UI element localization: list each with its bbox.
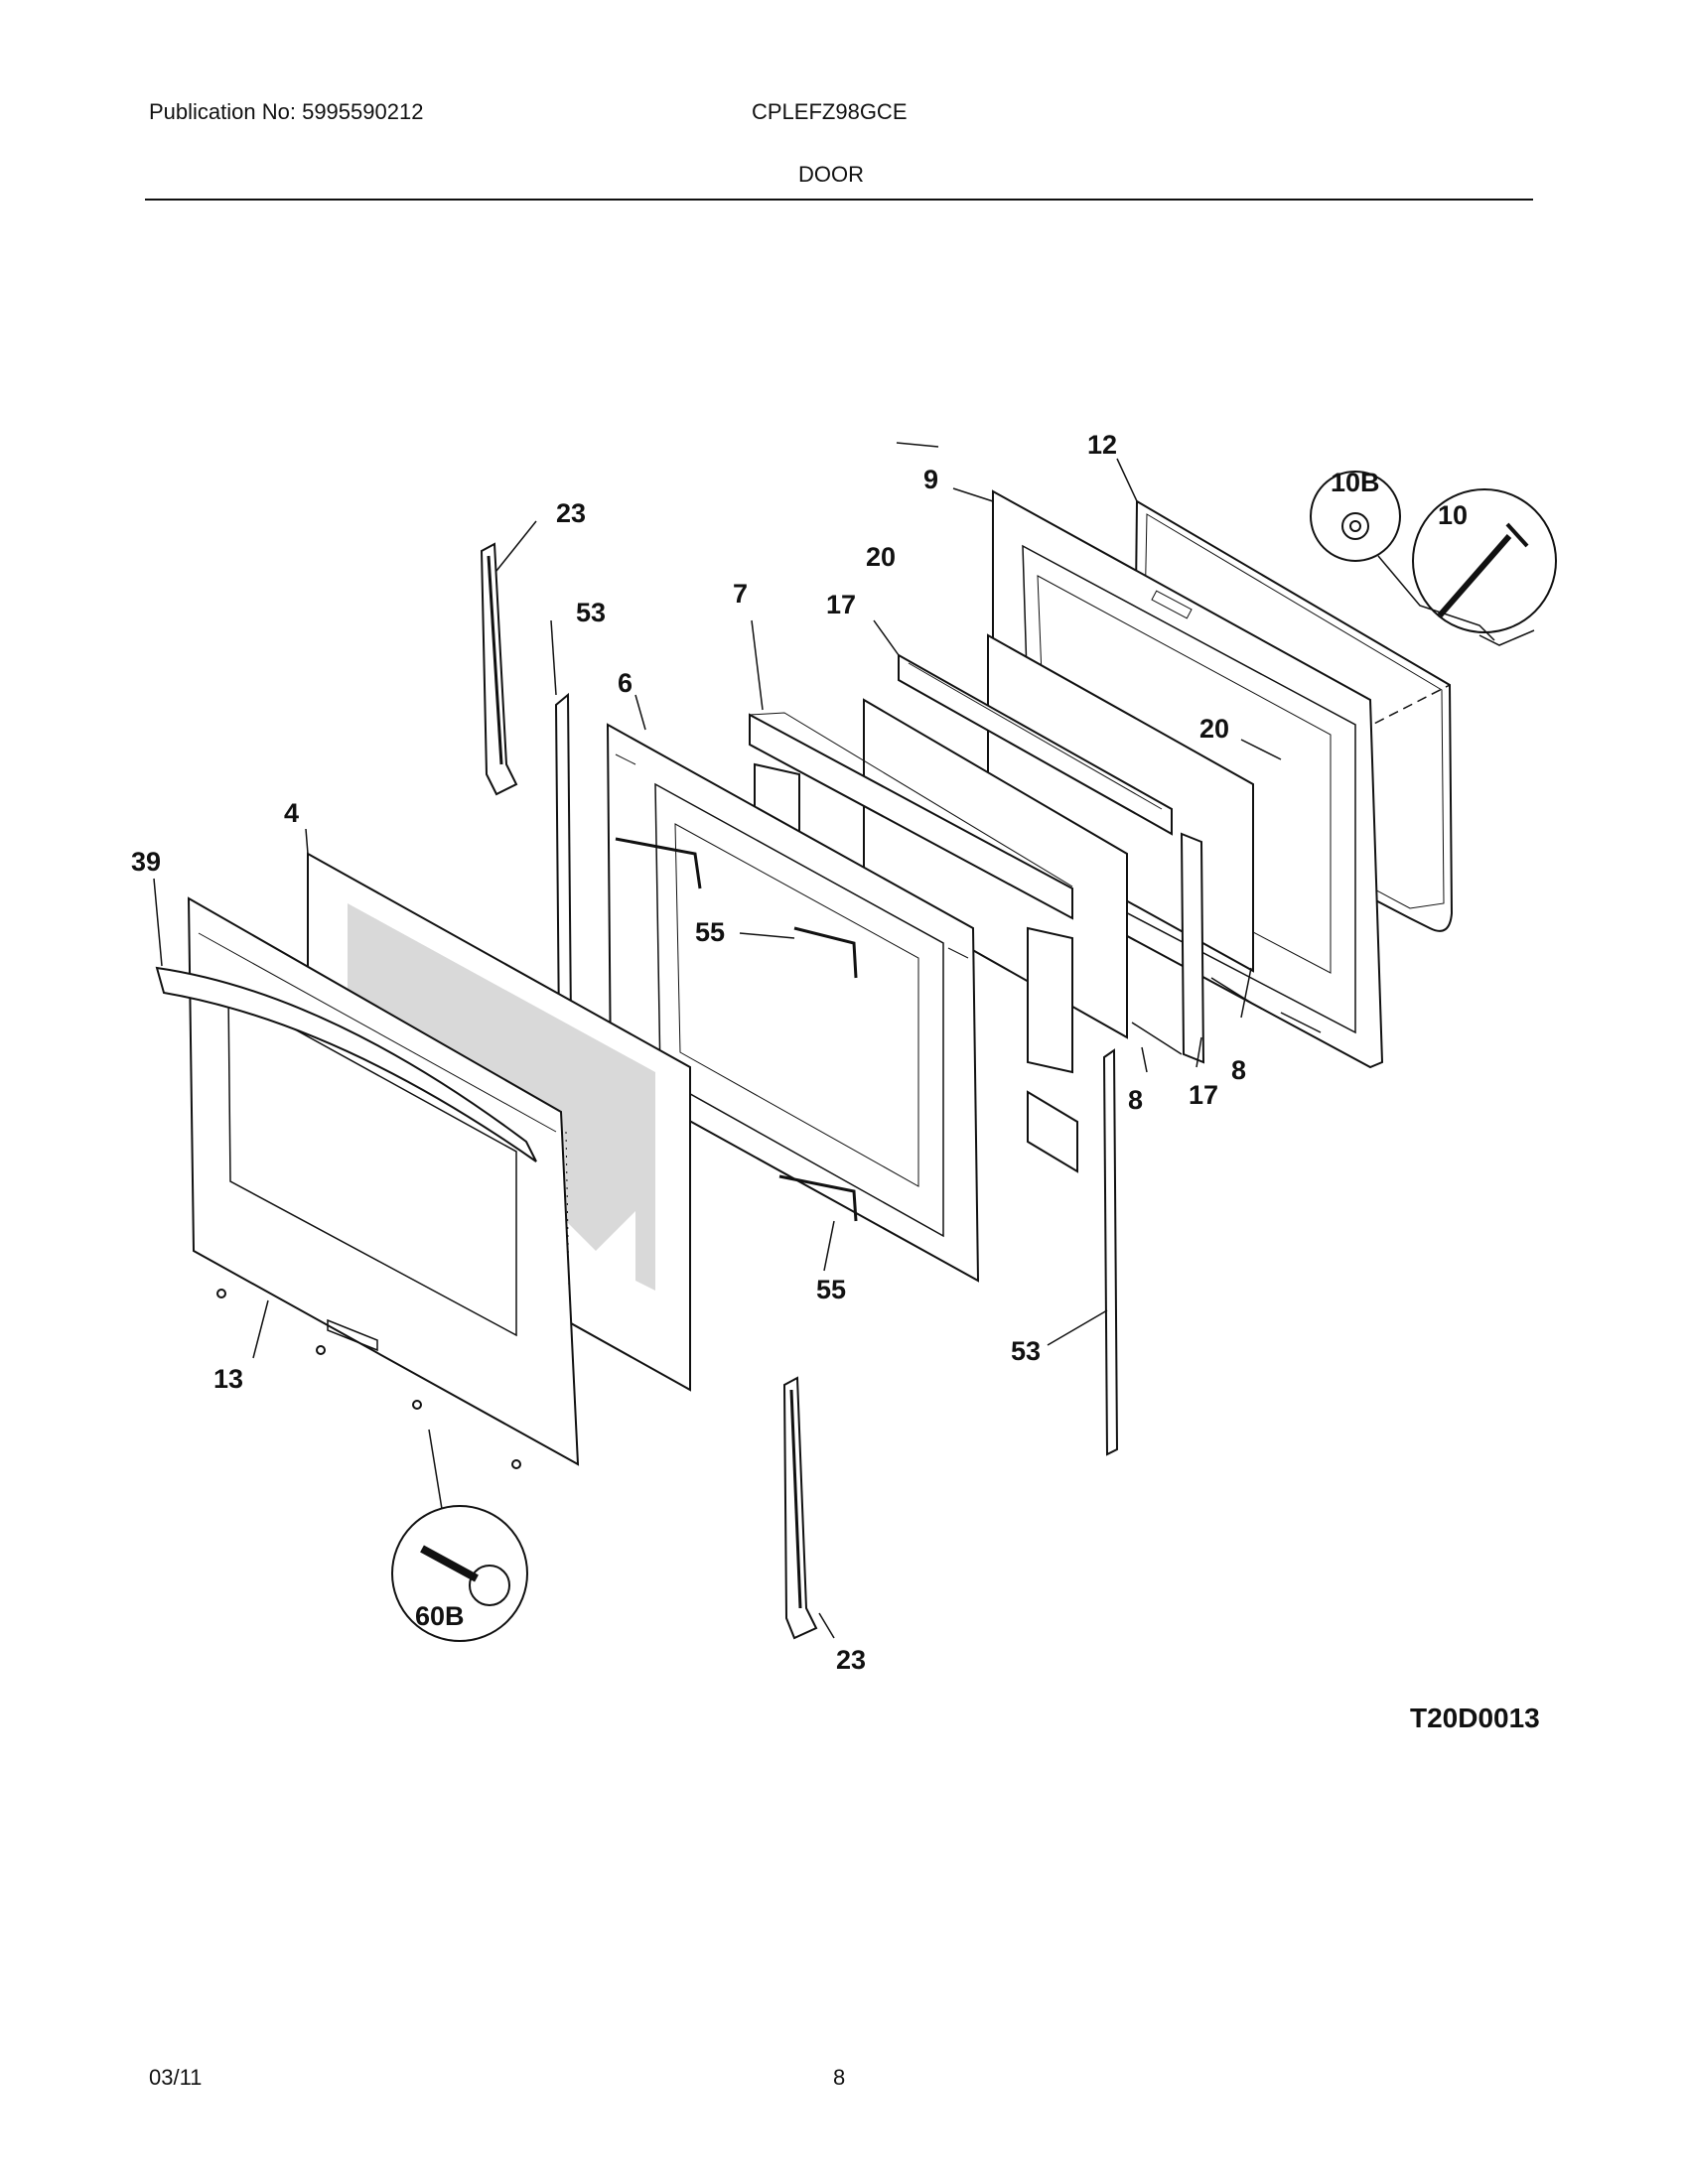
publication-number: Publication No: 5995590212 [149, 99, 424, 124]
section-title: DOOR [798, 162, 864, 187]
part-insulation [749, 713, 1073, 920]
page-number: 8 [833, 2065, 846, 2090]
callout-10b: 10B [1331, 468, 1380, 497]
part-hinge-upper [480, 542, 518, 796]
callout-4: 4 [284, 798, 299, 828]
callout-8-middle: 8 [1128, 1085, 1143, 1115]
footer-date: 03/11 [149, 2065, 203, 2090]
callout-60b: 60B [415, 1601, 465, 1631]
callout-12: 12 [1087, 430, 1117, 460]
callout-53-upper: 53 [576, 598, 606, 627]
callout-39: 39 [131, 847, 161, 877]
part-gasket [1132, 499, 1454, 932]
drawing-code: T20D0013 [1410, 1703, 1540, 1733]
callout-23-upper: 23 [556, 498, 586, 528]
callout-10: 10 [1438, 500, 1468, 530]
callout-23-lower: 23 [836, 1645, 866, 1675]
callout-17-lower: 17 [1189, 1080, 1218, 1110]
part-hinge-receptacle-upper [615, 837, 858, 979]
callout-7: 7 [733, 579, 748, 609]
part-door-liner [606, 723, 980, 1283]
callout-20-lower: 20 [1199, 714, 1229, 744]
part-glass-holder [898, 653, 1173, 836]
part-side-trim-right [1102, 1048, 1119, 1456]
part-hinge-receptacle-lower [778, 1174, 858, 1222]
model-number: CPLEFZ98GCE [752, 99, 908, 124]
callout-55-lower: 55 [816, 1275, 846, 1304]
callout-8-right: 8 [1231, 1055, 1246, 1085]
part-outer-door [187, 896, 580, 1466]
callout-9: 9 [923, 465, 938, 494]
part-side-trim-left [554, 692, 573, 1035]
callout-13: 13 [213, 1364, 243, 1394]
callout-20-upper: 20 [866, 542, 896, 572]
part-door-handle [155, 966, 537, 1162]
callout-53-lower: 53 [1011, 1336, 1041, 1366]
callout-17-upper: 17 [826, 590, 856, 619]
callout-55-upper: 55 [695, 917, 725, 947]
header-rule [145, 199, 1533, 201]
inset-washer [1310, 471, 1401, 562]
callout-6: 6 [618, 668, 633, 698]
